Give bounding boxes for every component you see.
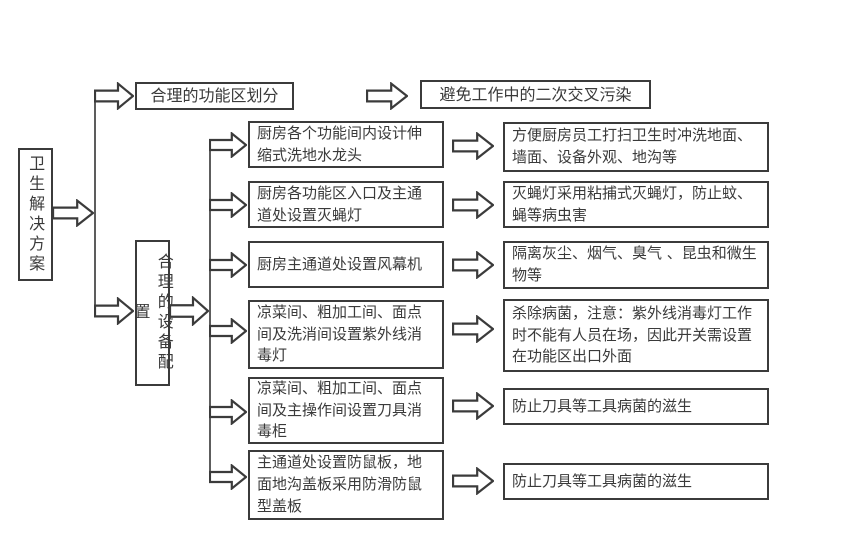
- block-arrow-right-icon: [452, 251, 494, 279]
- block-arrow-right-icon: [209, 252, 247, 278]
- block-arrow-right-icon: [366, 82, 408, 110]
- block-arrow-right-icon: [209, 318, 247, 344]
- connector-line-equipment-rows: [209, 145, 211, 477]
- node-measure-1: 厨房各个功能间内设计伸缩式洗地水龙头: [248, 121, 444, 168]
- connector-line-root-branches: [94, 96, 96, 311]
- node-function-zoning: 合理的功能区划分: [135, 82, 294, 110]
- node-benefit-4: 杀除病菌，注意：紫外线消毒灯工作时不能有人员在场，因此开关需设置在功能区出口外面: [503, 299, 769, 372]
- block-arrow-right-icon: [52, 199, 94, 227]
- block-arrow-right-icon: [209, 132, 247, 158]
- block-arrow-right-icon: [169, 296, 209, 326]
- node-benefit-2: 灭蝇灯采用粘捕式灭蝇灯，防止蚊、蝇等病虫害: [503, 181, 769, 228]
- node-benefit-3: 隔离灰尘、烟气、臭气 、昆虫和微生物等: [503, 241, 769, 289]
- node-measure-4: 凉菜间、粗加工间、面点间及洗消间设置紫外线消毒灯: [248, 300, 444, 369]
- node-benefit-1: 方便厨房员工打扫卫生时冲洗地面、墙面、设备外观、地沟等: [503, 122, 769, 172]
- block-arrow-right-icon: [452, 132, 494, 160]
- node-measure-6: 主通道处设置防鼠板，地面地沟盖板采用防滑防鼠型盖板: [248, 450, 444, 520]
- node-measure-5: 凉菜间、粗加工间、面点间及主操作间设置刀具消毒柜: [248, 377, 444, 444]
- node-measure-2: 厨房各功能区入口及主通道处设置灭蝇灯: [248, 181, 444, 228]
- node-root: 卫生解决方案: [18, 148, 53, 281]
- node-benefit-5: 防止刀具等工具病菌的滋生: [503, 388, 769, 425]
- block-arrow-right-icon: [209, 464, 247, 490]
- node-function-result: 避免工作中的二次交叉污染: [420, 80, 651, 109]
- node-equipment-config: 合理的设备配置: [132, 240, 174, 386]
- block-arrow-right-icon: [209, 192, 247, 218]
- node-benefit-6: 防止刀具等工具病菌的滋生: [503, 463, 769, 500]
- node-measure-3: 厨房主通道处设置风幕机: [248, 241, 444, 288]
- block-arrow-right-icon: [209, 399, 247, 425]
- block-arrow-right-icon: [452, 392, 494, 420]
- block-arrow-right-icon: [94, 82, 134, 110]
- block-arrow-right-icon: [452, 467, 494, 495]
- block-arrow-right-icon: [94, 297, 134, 325]
- block-arrow-right-icon: [452, 191, 494, 219]
- block-arrow-right-icon: [452, 315, 494, 343]
